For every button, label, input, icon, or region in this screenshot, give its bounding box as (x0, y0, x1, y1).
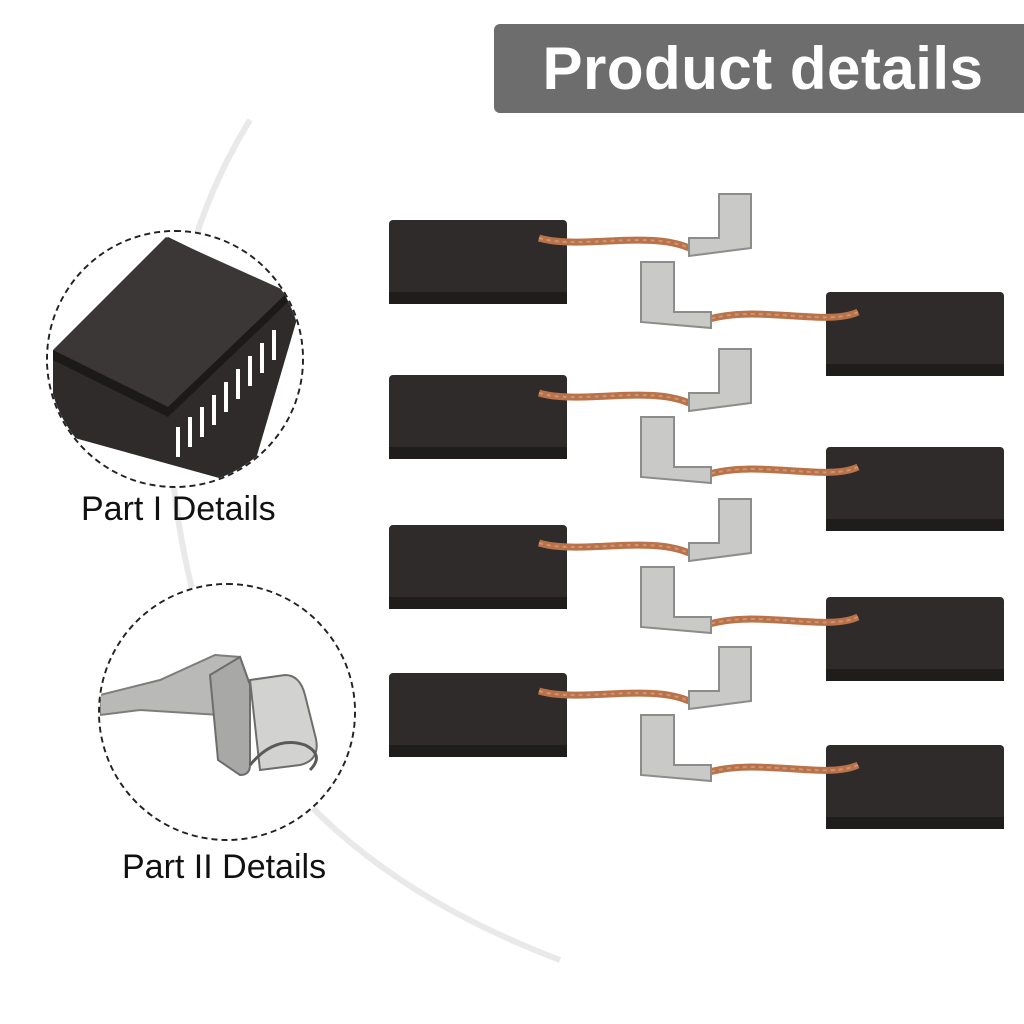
carbon-brush-1 (389, 194, 751, 304)
carbon-brush-7 (389, 647, 751, 757)
carbon-block-closeup-icon (46, 230, 304, 488)
page-title: Product details (542, 35, 984, 102)
carbon-brush-6 (641, 567, 1004, 681)
part-1-label: Part I Details (81, 490, 276, 528)
terminal-clip-closeup-icon (98, 583, 356, 841)
carbon-brush-4 (641, 417, 1004, 531)
carbon-brush-3 (389, 349, 751, 459)
carbon-brush-8 (641, 715, 1004, 829)
carbon-brush-5 (389, 499, 751, 609)
title-banner: Product details (494, 24, 1024, 113)
carbon-brush-2 (641, 262, 1004, 376)
part-2-label: Part II Details (122, 848, 327, 886)
